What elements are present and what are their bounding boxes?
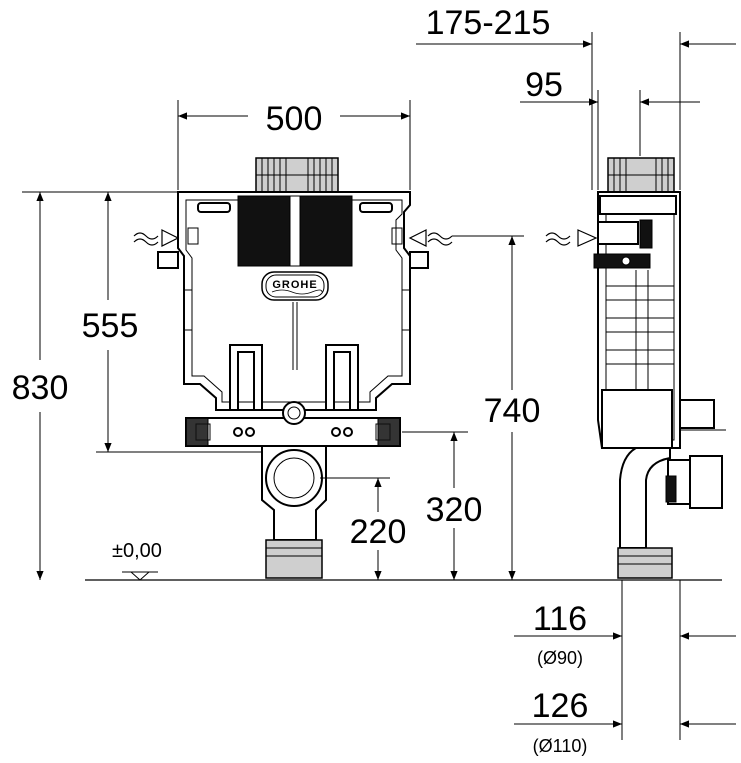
dimension-front-depth: 95 <box>520 66 700 190</box>
side-water-inlet <box>545 229 598 247</box>
floor-level-marker <box>122 571 158 581</box>
svg-text:320: 320 <box>426 491 483 529</box>
dimension-bracket-height: 555 <box>82 192 262 453</box>
front-water-inlet-left <box>133 229 180 247</box>
svg-text:740: 740 <box>484 392 541 430</box>
dimension-pipe-offset-small: 116 (Ø90) <box>514 580 736 668</box>
svg-text:116: 116 <box>533 600 587 638</box>
dimension-width: 500 <box>177 100 411 190</box>
front-view: GROHE <box>133 157 453 579</box>
svg-text:555: 555 <box>82 307 139 345</box>
dimension-outlet-height: 220 <box>320 477 407 580</box>
side-drain-pipe <box>619 447 671 549</box>
svg-text:(Ø90): (Ø90) <box>537 648 583 668</box>
svg-text:830: 830 <box>12 369 69 407</box>
drain-elbow <box>261 445 327 579</box>
front-top-connector <box>255 157 339 193</box>
svg-text:220: 220 <box>350 513 407 551</box>
svg-text:95: 95 <box>525 66 563 104</box>
dimension-overall-height: 830 <box>12 191 178 580</box>
svg-text:175-215: 175-215 <box>426 4 551 42</box>
svg-text:500: 500 <box>266 100 323 138</box>
side-top-connector <box>607 157 675 193</box>
svg-text:126: 126 <box>532 687 589 725</box>
dimension-flush-height: 740 <box>452 235 541 580</box>
front-water-inlet-right <box>408 229 453 247</box>
dimension-depth-range: 175-215 <box>416 4 736 190</box>
dimension-drain-center: 320 <box>402 431 483 580</box>
floor-level-label: ±0,00 <box>112 540 162 562</box>
grohe-logo: GROHE <box>261 271 329 301</box>
dimension-pipe-offset-large: 126 (Ø110) <box>514 650 736 756</box>
svg-text:GROHE: GROHE <box>272 279 317 291</box>
svg-text:(Ø110): (Ø110) <box>533 736 588 756</box>
side-view <box>545 157 726 579</box>
